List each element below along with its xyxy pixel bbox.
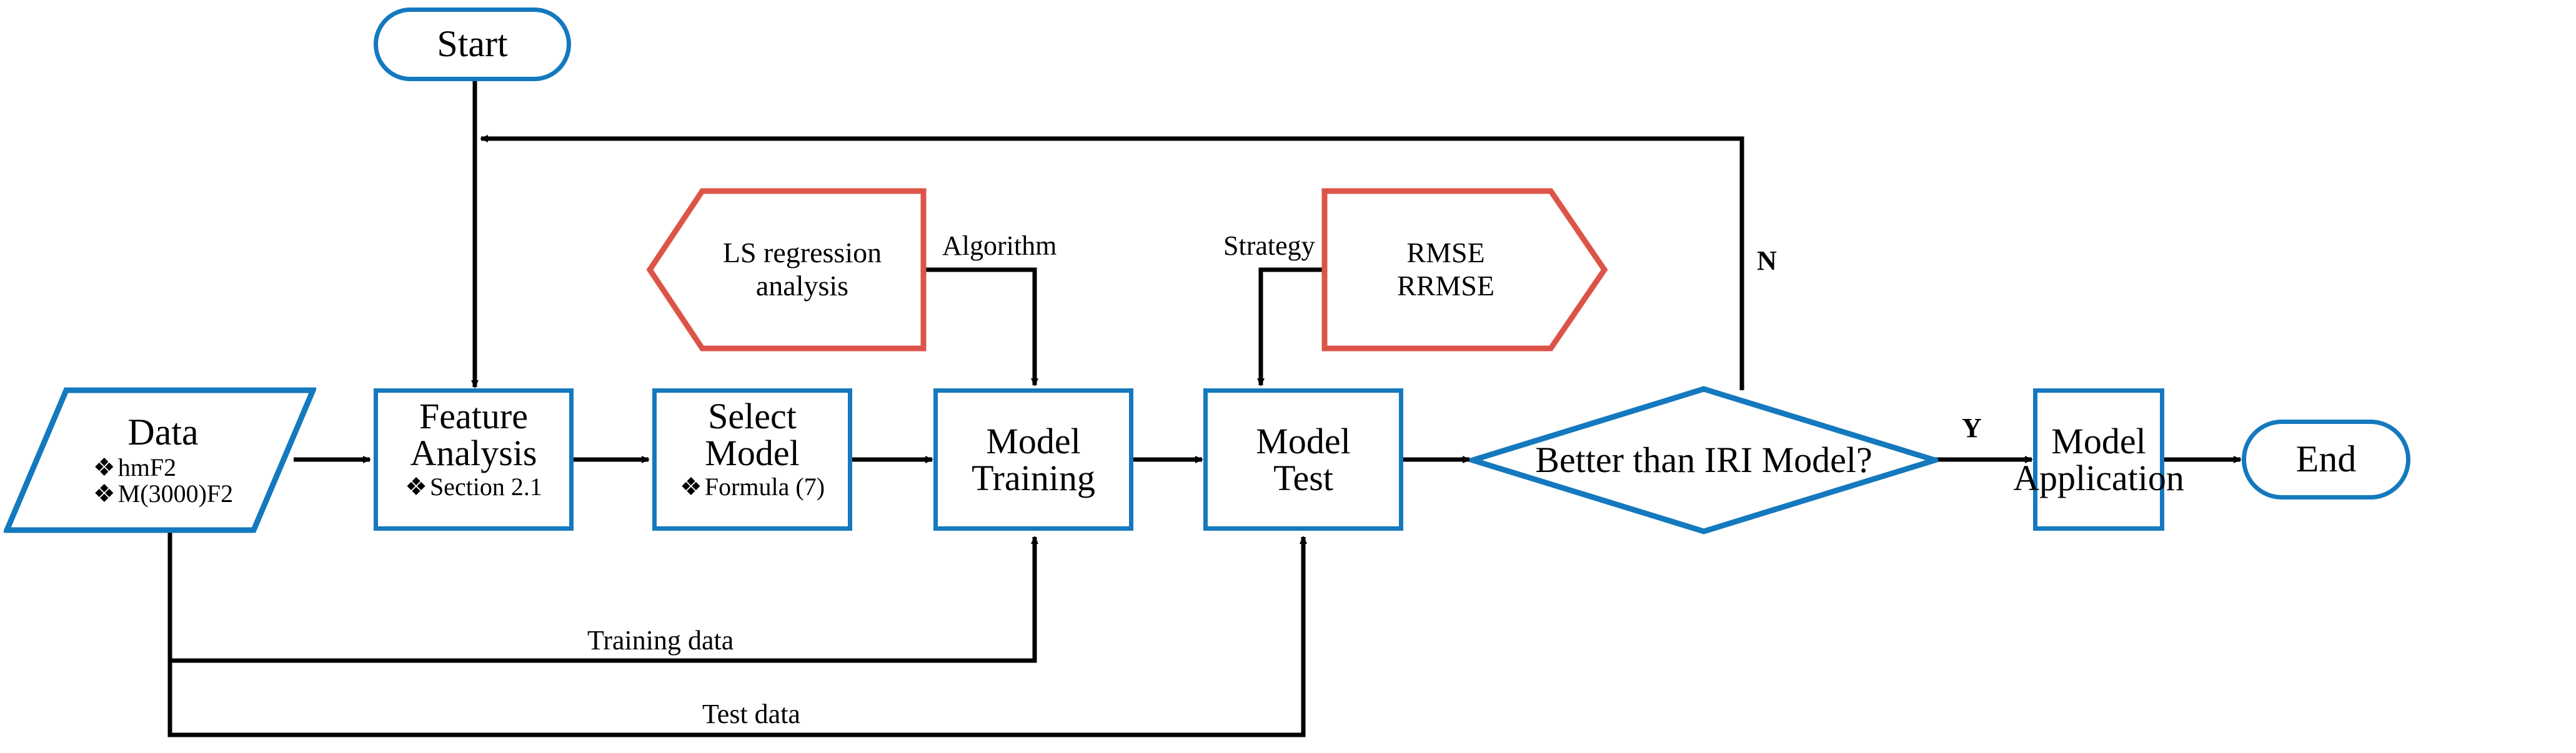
edge-label-strategy: Strategy [1223,230,1315,261]
node-decision[interactable]: Better than IRI Model? [1470,386,1938,534]
node-select-model-bullets: ❖Formula (7) [680,474,825,500]
node-end[interactable]: End [2242,420,2410,500]
node-select-model-line1: Select [708,396,797,436]
ls-regression-hexagon-shape [646,188,927,352]
node-select-model[interactable]: Select Model ❖Formula (7) [652,388,852,531]
edge-label-branch-no: N [1757,245,1777,276]
node-model-application-line1: Model [2051,420,2146,461]
node-data-bullets: ❖hmF2 ❖M(3000)F2 [92,453,234,508]
node-ls-regression-line1: LS regression [722,237,882,269]
edge-ls-regression-to-model-training [923,267,1038,386]
node-model-test[interactable]: Model Test [1203,388,1403,531]
node-model-application[interactable]: Model Application [2013,388,2184,531]
node-start[interactable]: Start [374,7,571,81]
diamond-bullet-icon: ❖ [679,473,702,501]
node-data-label: Data [127,411,199,453]
edge-label-algorithm: Algorithm [942,230,1057,261]
node-feature-analysis[interactable]: Feature Analysis ❖Section 2.1 [374,388,574,531]
node-model-training-line1: Model [986,420,1081,461]
node-select-model-line2: Model [705,433,800,474]
node-model-application-line2: Application [2013,458,2184,498]
node-ls-regression-line2: analysis [755,270,849,302]
list-item: ❖Formula (7) [679,473,825,501]
list-item: ❖M(3000)F2 [92,479,234,508]
list-item: ❖hmF2 [92,453,177,481]
node-model-test-line1: Model [1256,420,1351,461]
metrics-hexagon-shape [1321,188,1608,352]
node-end-label: End [2295,438,2357,480]
node-feature-analysis-bullets: ❖Section 2.1 [405,474,542,500]
node-model-training-line2: Training [972,458,1095,498]
edge-label-branch-yes: Y [1962,413,1982,443]
node-data[interactable]: Data ❖hmF2 ❖M(3000)F2 [4,387,316,533]
node-ls-regression[interactable]: LS regression analysis [646,187,927,352]
diamond-bullet-icon: ❖ [405,473,427,501]
node-metrics-line2: RRMSE [1397,270,1494,302]
diamond-bullet-icon: ❖ [92,453,116,481]
decision-diamond-shape [1470,386,1938,534]
node-start-label: Start [437,23,508,65]
list-item: ❖Section 2.1 [405,473,542,501]
edge-metrics-to-model-test [1257,267,1323,386]
data-parallelogram-shape [4,387,316,533]
node-feature-analysis-line1: Feature [419,396,528,436]
edge-label-training-data: Training data [587,625,734,656]
diamond-bullet-icon: ❖ [92,479,116,508]
node-feature-analysis-line2: Analysis [410,433,537,474]
node-metrics[interactable]: RMSE RRMSE [1321,187,1608,352]
node-model-test-line2: Test [1273,458,1333,498]
edge-label-test-data: Test data [702,699,800,729]
node-metrics-line1: RMSE [1406,237,1485,269]
node-decision-label: Better than IRI Model? [1535,440,1872,481]
node-model-training[interactable]: Model Training [933,388,1133,531]
